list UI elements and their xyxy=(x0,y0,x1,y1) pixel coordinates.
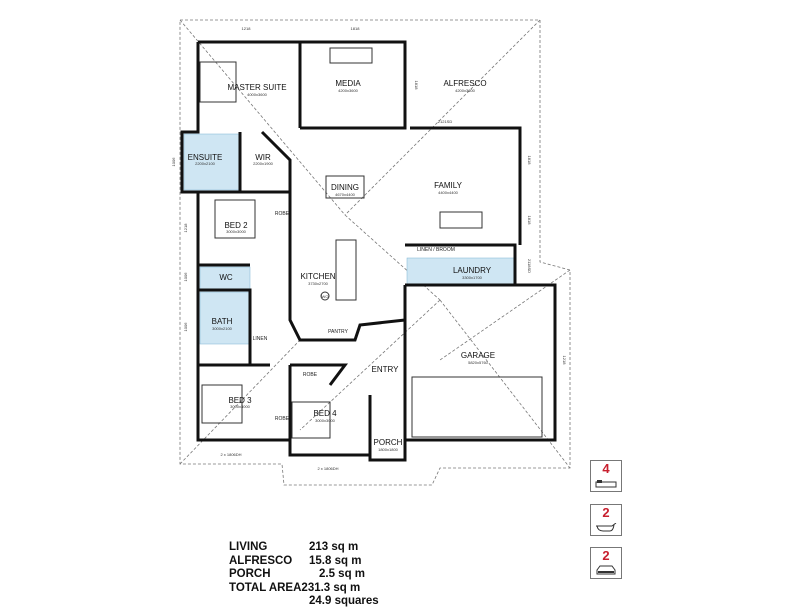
bathrooms-badge: 2 xyxy=(590,504,622,536)
sofa xyxy=(329,47,373,64)
room-size: 1800x1800 xyxy=(378,447,399,452)
room-size: 4000x3600 xyxy=(247,92,268,97)
garage-door xyxy=(411,376,543,438)
window-label: 2 x 1806DH xyxy=(317,466,338,471)
walls xyxy=(180,40,557,462)
car-icon xyxy=(596,565,616,575)
room-size: 3730x2700 xyxy=(308,281,329,286)
room-porch: PORCH xyxy=(374,438,403,447)
room-dining: DINING xyxy=(331,183,359,192)
room-size: 4200x3600 xyxy=(338,88,359,93)
bed xyxy=(291,401,331,439)
window-label: 1818 xyxy=(351,26,361,31)
bathrooms-count: 2 xyxy=(602,505,610,520)
room-linen: LINEN xyxy=(253,336,268,342)
bed xyxy=(201,384,243,424)
room-entry: ENTRY xyxy=(372,365,400,374)
room-robe: ROBE xyxy=(303,372,318,378)
room-robe: ROBE xyxy=(275,211,290,217)
room-garage: GARAGE xyxy=(461,351,495,360)
room-size: 3300x1700 xyxy=(462,275,483,280)
window-label: 1218 xyxy=(242,26,252,31)
room-ensuite: ENSUITE xyxy=(188,153,223,162)
room-robe: ROBE xyxy=(275,416,290,422)
room-size: 3000x3000 xyxy=(226,229,247,234)
room-media: MEDIA xyxy=(335,79,361,88)
room-bed-3: BED 3 xyxy=(228,396,252,405)
room-size: 2200x2100 xyxy=(195,161,216,166)
bed xyxy=(214,199,256,239)
room-size: 3000x3000 xyxy=(230,404,251,409)
room-wir: WIR xyxy=(255,153,271,162)
kitchen-island xyxy=(335,239,357,301)
roof-hip xyxy=(344,214,441,301)
roof-hip xyxy=(344,19,541,216)
window-label: 1818 xyxy=(414,81,419,91)
sofa xyxy=(439,211,483,229)
roof-hip xyxy=(439,299,571,469)
roof-hip xyxy=(179,339,301,465)
room-size: 4200x3600 xyxy=(455,88,476,93)
roof-hip xyxy=(299,299,441,431)
window-label: 1218 xyxy=(183,223,188,233)
dining-table xyxy=(325,175,365,199)
window-label: 2 x 1806DH xyxy=(220,452,241,457)
wall-oven-label: WO xyxy=(322,294,329,299)
window-label: 1006 xyxy=(183,322,188,332)
bedrooms-count: 4 xyxy=(602,461,610,476)
window-label: 1218 xyxy=(562,356,567,366)
area-row: 24.9 squares xyxy=(309,595,379,608)
ensuite-tiles xyxy=(183,133,240,191)
window-labels: 1218 1818 1818 2121SD 1818 1818 2118SD 1… xyxy=(171,26,567,471)
window-label: 1818 xyxy=(527,156,532,166)
wall-oven xyxy=(320,291,330,301)
room-family: FAMILY xyxy=(434,181,463,190)
room-size: 3000x2100 xyxy=(212,326,233,331)
roof-outline xyxy=(179,19,571,486)
roof-hip xyxy=(179,19,346,216)
room-bath: BATH xyxy=(212,317,233,326)
window-label: 1818 xyxy=(527,216,532,226)
room-pantry: PANTRY xyxy=(328,329,348,335)
room-size: 2200x1900 xyxy=(253,161,274,166)
room-bed-4: BED 4 xyxy=(313,409,337,418)
bed-icon xyxy=(595,480,617,488)
bed xyxy=(199,61,237,103)
room-size: 3000x3000 xyxy=(315,418,336,423)
garage-badge: 2 xyxy=(590,547,622,579)
window-label: 1006 xyxy=(171,157,176,167)
room-alfresco: ALFRESCO xyxy=(443,79,486,88)
bedrooms-badge: 4 xyxy=(590,460,622,492)
room-kitchen: KITCHEN xyxy=(300,272,335,281)
window-label: 1006 xyxy=(183,272,188,282)
room-master-suite: MASTER SUITE xyxy=(227,83,286,92)
garage-count: 2 xyxy=(602,548,610,563)
room-bed-2: BED 2 xyxy=(224,221,248,230)
laundry-tiles xyxy=(406,257,516,287)
window-label: 2118SD xyxy=(527,259,532,273)
room-size: 4670x4400 xyxy=(335,192,356,197)
bath-tiles xyxy=(199,291,251,345)
bathtub-icon xyxy=(596,523,617,532)
room-linen-broom: LINEN / BROOM xyxy=(417,247,455,253)
room-wc: WC xyxy=(219,273,233,282)
room-laundry: LAUNDRY xyxy=(453,266,492,275)
room-labels: MASTER SUITE 4000x3600 MEDIA 4200x3600 A… xyxy=(188,79,495,452)
room-size: 5820x5760 xyxy=(468,360,489,365)
room-size: 4400x4400 xyxy=(438,190,459,195)
window-label: 2121SD xyxy=(438,119,453,124)
